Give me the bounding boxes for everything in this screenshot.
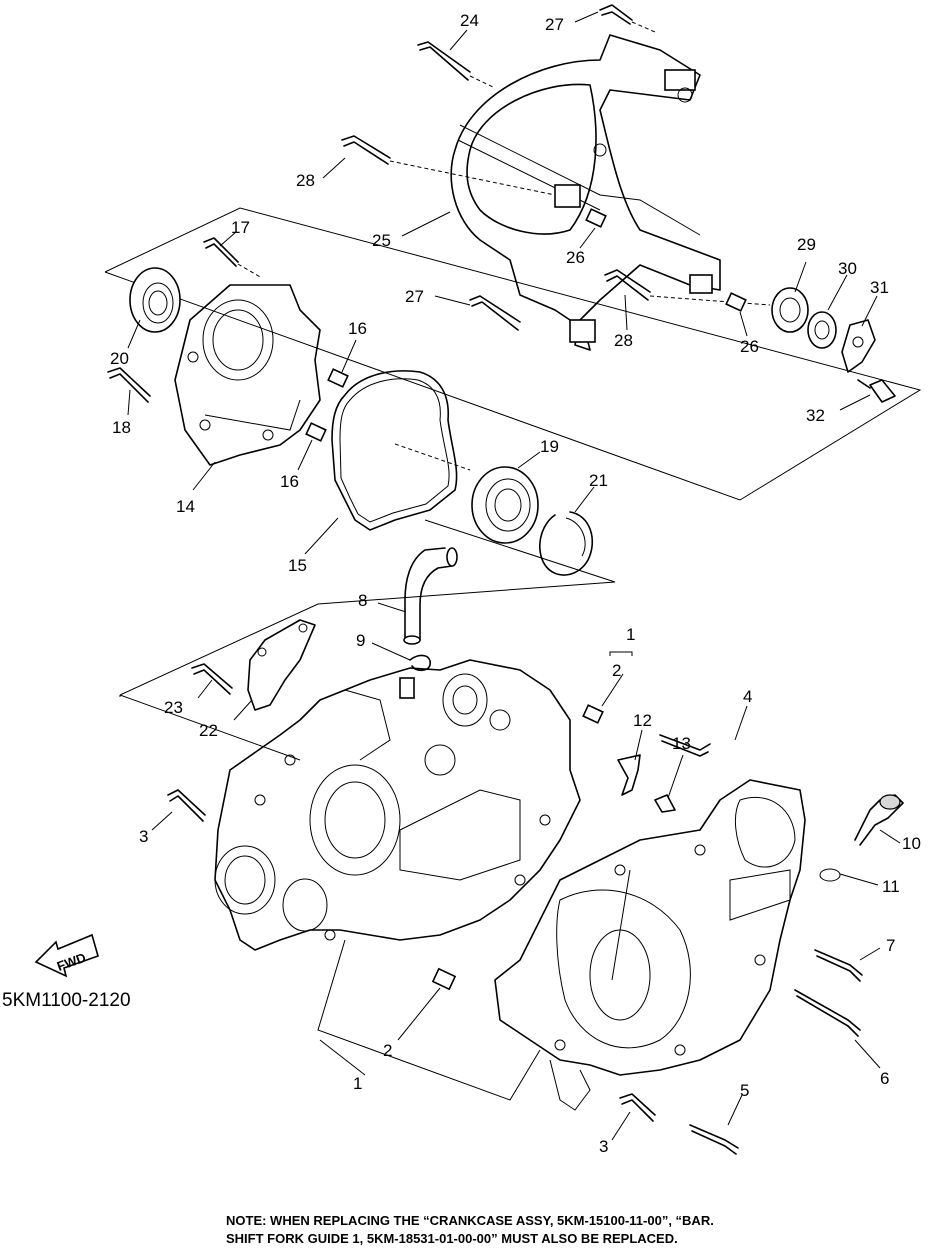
crankcase-left-half	[214, 659, 581, 951]
callout-2-upper: 2	[612, 661, 621, 680]
callout-26-upper: 26	[566, 248, 585, 267]
callout-9: 9	[356, 631, 365, 650]
diagram-code: 5KM1100-2120	[2, 990, 131, 1011]
callout-11: 11	[882, 877, 900, 896]
bearing-seal-set	[771, 287, 876, 373]
callout-27-top: 27	[545, 15, 564, 34]
callout-21: 21	[589, 471, 608, 490]
callout-32: 32	[806, 406, 825, 425]
callout-3-lower: 3	[599, 1137, 608, 1156]
callout-8: 8	[358, 591, 367, 610]
callout-17: 17	[231, 218, 250, 237]
callout-23: 23	[164, 698, 183, 717]
callout-14: 14	[176, 497, 195, 516]
bearing-and-circlip	[471, 466, 594, 576]
callout-4: 4	[743, 687, 752, 706]
gasket	[331, 370, 471, 531]
callout-16-lower: 16	[280, 472, 299, 491]
fwd-arrow: FWD	[34, 933, 99, 978]
callout-18: 18	[112, 418, 131, 437]
callout-26-lower: 26	[740, 337, 759, 356]
breather-hose	[403, 547, 458, 672]
callout-16-upper: 16	[348, 319, 367, 338]
note-line-2: SHIFT FORK GUIDE 1, 5KM-18531-01-00-00” …	[226, 1231, 678, 1246]
callout-20: 20	[110, 349, 129, 368]
callout-6: 6	[880, 1069, 889, 1088]
callout-3-left: 3	[139, 827, 148, 846]
callout-27-lower: 27	[405, 287, 424, 306]
callout-30: 30	[838, 259, 857, 278]
callout-10: 10	[902, 834, 921, 853]
callout-22: 22	[199, 721, 218, 740]
callout-31: 31	[870, 278, 889, 297]
callout-13: 13	[672, 734, 691, 753]
callout-28-lower: 28	[614, 331, 633, 350]
replacement-note: NOTE: WHEN REPLACING THE “CRANKCASE ASSY…	[226, 1212, 826, 1248]
callout-labels: 24 27 28 25 26 27 28 26 29 30 31 32 17 2…	[110, 11, 921, 1156]
note-line-1: NOTE: WHEN REPLACING THE “CRANKCASE ASSY…	[226, 1213, 714, 1228]
callout-2-lower: 2	[383, 1041, 392, 1060]
callout-29: 29	[797, 235, 816, 254]
callout-24: 24	[460, 11, 479, 30]
callout-19: 19	[540, 437, 559, 456]
crankcase-cover-1	[129, 267, 321, 466]
crankcase-small-parts	[167, 704, 904, 1155]
callout-5: 5	[740, 1081, 749, 1100]
callout-12: 12	[633, 711, 652, 730]
leader-lines	[127, 11, 901, 1141]
callout-7: 7	[886, 936, 895, 955]
group-outlines	[104, 207, 922, 761]
callout-28-upper: 28	[296, 171, 315, 190]
crankcase-right-half	[494, 779, 806, 1111]
callout-25: 25	[372, 231, 391, 250]
bolts-top	[107, 4, 896, 442]
callout-15: 15	[288, 556, 307, 575]
callout-1-upper: 1	[626, 625, 635, 644]
callout-1-lower: 1	[353, 1074, 362, 1093]
crankcase-cover-2	[450, 34, 721, 351]
